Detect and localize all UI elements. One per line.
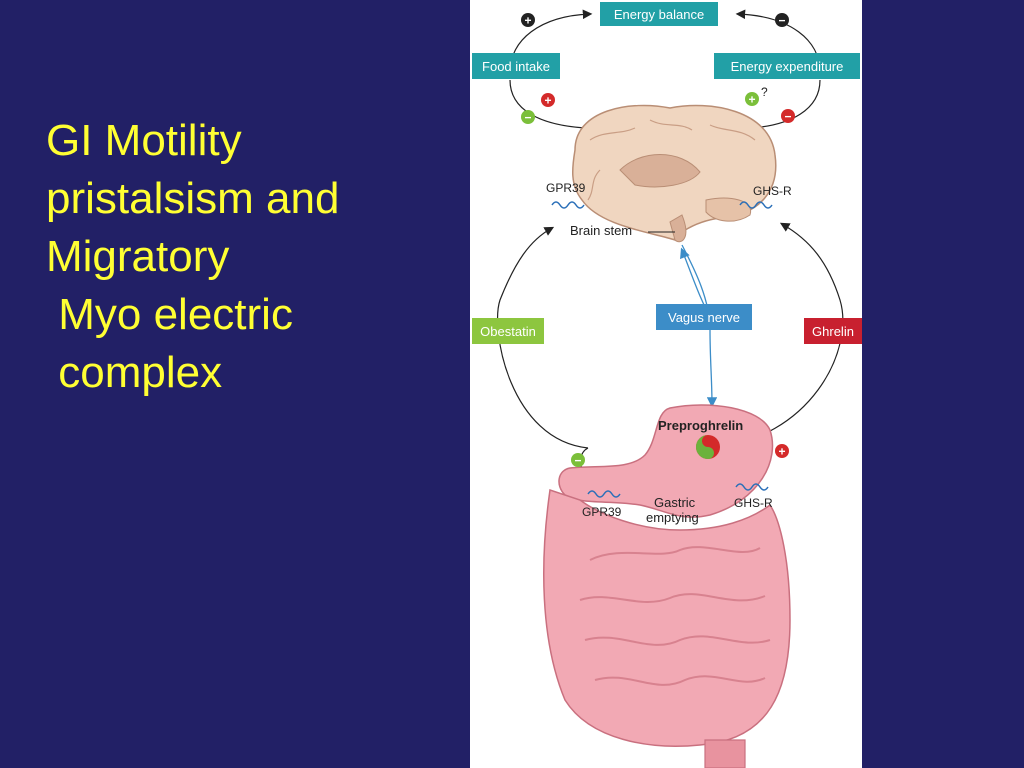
obestatin-box	[472, 318, 544, 344]
svg-text:−: −	[574, 454, 581, 468]
energy-balance-label: Energy balance	[614, 7, 704, 22]
energy-balance-box	[600, 2, 718, 26]
brain-stem-label: Brain stem	[570, 223, 632, 238]
energy-expenditure-box	[714, 53, 860, 79]
svg-text:−: −	[524, 111, 531, 125]
food-intake-box	[472, 53, 560, 79]
plus-sign-food-intake: +	[541, 93, 555, 108]
gpr39-gut-label: GPR39	[582, 505, 622, 519]
brain-illustration	[571, 104, 777, 243]
minus-sign-top-right: −	[775, 13, 789, 28]
svg-text:−: −	[784, 110, 791, 124]
ghrelin-loop	[709, 222, 844, 449]
plus-sign-top-left: +	[521, 13, 535, 28]
food-intake-label: Food intake	[482, 59, 550, 74]
title-line-2: pristalsism and	[46, 174, 340, 223]
ghsr-brain-receptor-icon	[739, 201, 773, 209]
preproghrelin-cell-icon	[696, 435, 720, 459]
ghrelin-label: Ghrelin	[812, 324, 854, 339]
svg-text:+: +	[778, 445, 785, 459]
gpr39-brain-label: GPR39	[546, 181, 586, 195]
vagus-nerve-box	[656, 304, 752, 330]
ghsr-gut-receptor-icon	[735, 483, 769, 491]
svg-text:−: −	[778, 14, 785, 28]
minus-sign-food-intake: −	[521, 110, 535, 125]
title-line-4: Myo electric	[46, 290, 293, 339]
ghrelin-box	[804, 318, 862, 344]
ghsr-brain-label: GHS-R	[753, 184, 792, 198]
ghsr-gut-label: GHS-R	[734, 496, 773, 510]
gpr39-brain-receptor-icon	[551, 201, 585, 209]
svg-text:+: +	[524, 14, 531, 28]
diagram-canvas: Energy balance Food intake Energy expend…	[472, 2, 862, 768]
title-line-1: GI Motility	[46, 116, 242, 165]
ghrelin-obestatin-diagram: Energy balance Food intake Energy expend…	[470, 0, 862, 768]
gastric-label: Gastric	[654, 495, 696, 510]
svg-text:+: +	[544, 94, 551, 108]
obestatin-loop	[497, 226, 589, 449]
svg-text:+: +	[748, 93, 755, 107]
vagus-nerve-label: Vagus nerve	[668, 310, 740, 325]
minus-sign-expenditure: −	[781, 109, 795, 124]
gpr39-gut-receptor-icon	[587, 490, 621, 498]
preproghrelin-label: Preproghrelin	[658, 418, 743, 433]
obestatin-label: Obestatin	[480, 324, 536, 339]
title-line-5: complex	[46, 348, 223, 397]
title-line-3: Migratory	[46, 232, 230, 281]
energy-expenditure-label: Energy expenditure	[731, 59, 844, 74]
gut-illustration	[543, 404, 791, 768]
plus-sign-expenditure: +	[745, 92, 759, 107]
question-mark-label: ?	[761, 85, 768, 99]
slide-title: GI Motility pristalsism and Migratory My…	[46, 112, 339, 402]
plus-sign-gut: +	[775, 444, 789, 459]
loop-arrow-right-down	[751, 79, 821, 129]
emptying-label: emptying	[646, 510, 699, 525]
minus-sign-gut: −	[571, 453, 585, 468]
